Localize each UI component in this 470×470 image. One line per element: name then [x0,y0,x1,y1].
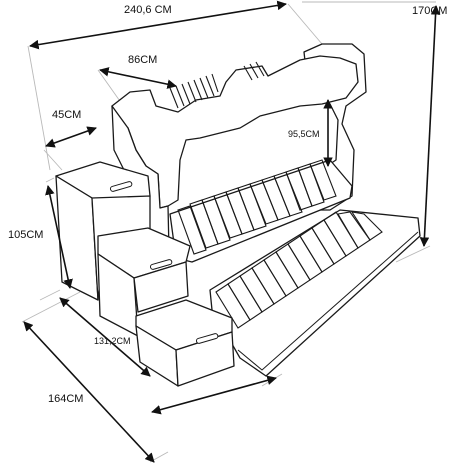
stair-drawers [55,161,235,387]
label-stair-height: 105CM [8,229,43,241]
dim-trundle-arrow [151,375,277,415]
label-total-depth: 164CM [48,393,83,405]
dimension-lines [23,0,441,463]
dim-upper-width-arrow [99,67,177,89]
dim-total-length-arrow [29,0,287,50]
label-stair-run: 131,2CM [94,336,131,346]
label-total-height: 170CM [412,5,447,17]
label-upper-width: 86CM [128,54,157,66]
dimension-labels: 240,6 CM 170CM 86CM 45CM 95,5CM 105CM 13… [8,4,447,405]
upper-bed-slats [169,61,265,109]
drawer-handle-top [109,181,133,192]
drawer-handle-middle [149,259,173,270]
bunk-bed-frame [111,43,421,377]
lower-bed-slats [177,159,337,255]
label-total-length: 240,6 CM [124,4,172,16]
dim-total-depth-arrow [23,321,155,463]
dim-stair-depth-arrow [45,126,97,148]
drawer-handle-bottom [195,333,219,344]
label-stair-depth: 45CM [52,109,81,121]
trundle-slats [215,211,383,329]
dim-total-height-arrow [419,5,441,247]
dim-stair-height-arrow [45,185,73,289]
label-clearance: 95,5CM [288,129,320,139]
